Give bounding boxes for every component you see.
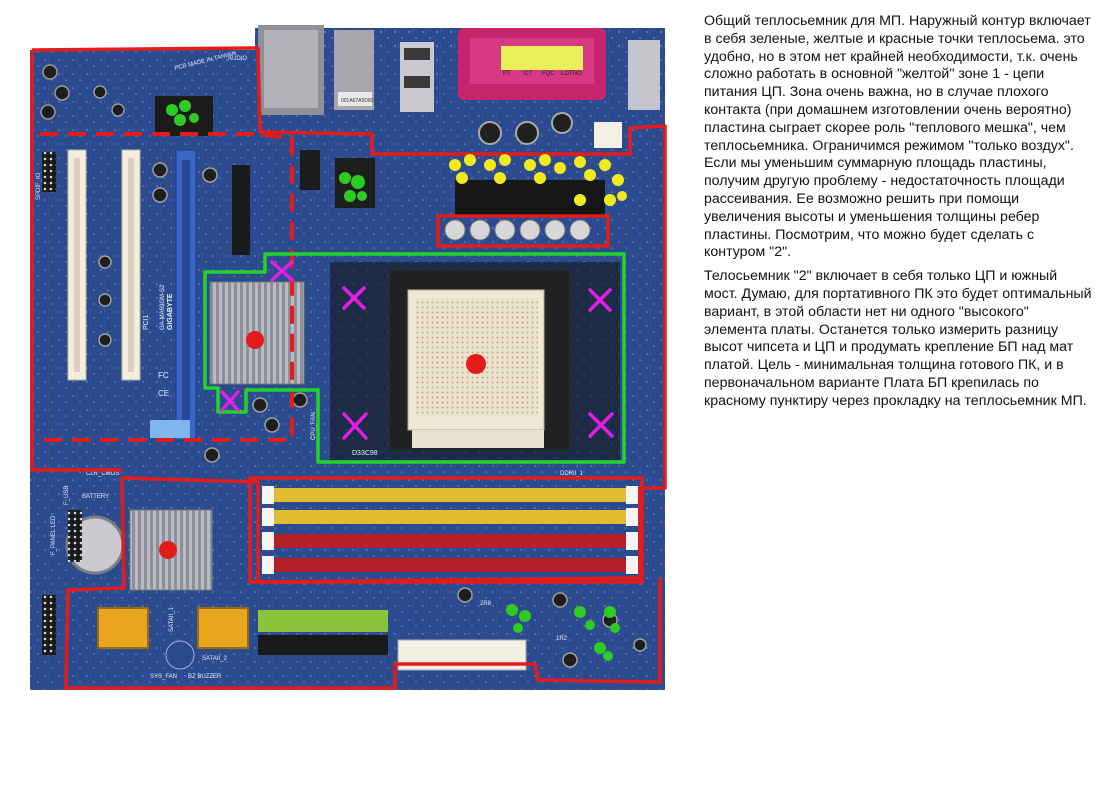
note-paragraph-1: Общий теплосьемник для МП. Наружный конт… <box>704 13 1091 261</box>
model-label: GA-MA69GM-S2 <box>160 284 166 330</box>
clr-cmos-label: CLR_CMOS <box>86 471 119 477</box>
lpt-label: FQC <box>542 71 555 77</box>
green-contact-points <box>166 100 620 661</box>
red-dashed-contour <box>40 132 294 442</box>
audio-capacitors <box>40 64 125 120</box>
lpt-label: LOTNO <box>561 71 582 77</box>
northbridge-heatsink <box>209 281 305 385</box>
brand-label: GIGABYTE <box>167 293 174 330</box>
mac-sticker: 001A67A5D83 <box>341 98 374 104</box>
spdif-label: SPDIF_IO <box>36 172 42 200</box>
fc-logo: FC <box>158 371 169 380</box>
dimm-slots <box>262 486 638 574</box>
yellow-contact-points <box>449 154 627 206</box>
sata1-label: SATAII_1 <box>169 607 175 632</box>
green-contour-2 <box>203 252 626 464</box>
ddr-label: DDRII_1 <box>560 471 584 477</box>
inductor-label: 1R2 <box>556 636 568 642</box>
lpt-labels: PT ICT FQC LOTNO <box>501 46 583 77</box>
note-paragraph-2: Телосьемник "2" включает в себя только Ц… <box>704 268 1092 409</box>
d33-label: D33C98 <box>352 450 378 457</box>
panel-label: F_PANEL LED <box>51 515 57 555</box>
lpt-label: ICT <box>523 71 533 77</box>
description-text: Общий теплосьемник для МП. Наружный конт… <box>704 13 1094 411</box>
pci-slots <box>67 149 250 441</box>
cpu-fan-label: CPU_FAN <box>311 412 317 440</box>
sys-fan-label: SYS_FAN <box>150 674 177 680</box>
sata2-label: SATAII_2 <box>202 656 227 662</box>
pci-label: PCI1 <box>143 314 150 330</box>
battery-label: BATTERY <box>82 494 109 500</box>
buzzer-label: BZ BUZZER <box>188 674 222 680</box>
inductor-label: 2R8 <box>480 601 492 607</box>
f-usb-label: F_USB <box>64 486 70 505</box>
magenta-x-markers <box>220 260 614 440</box>
pci-capacitors <box>98 162 308 463</box>
ce-logo: CE <box>158 389 169 398</box>
motherboard-photo: 001A67A5D83 PT ICT FQC LOTNO PCB MADE IN… <box>30 25 667 690</box>
lpt-label: PT <box>503 71 511 77</box>
audio-label: AUDIO <box>228 56 247 62</box>
red-contact-dots <box>159 331 486 559</box>
